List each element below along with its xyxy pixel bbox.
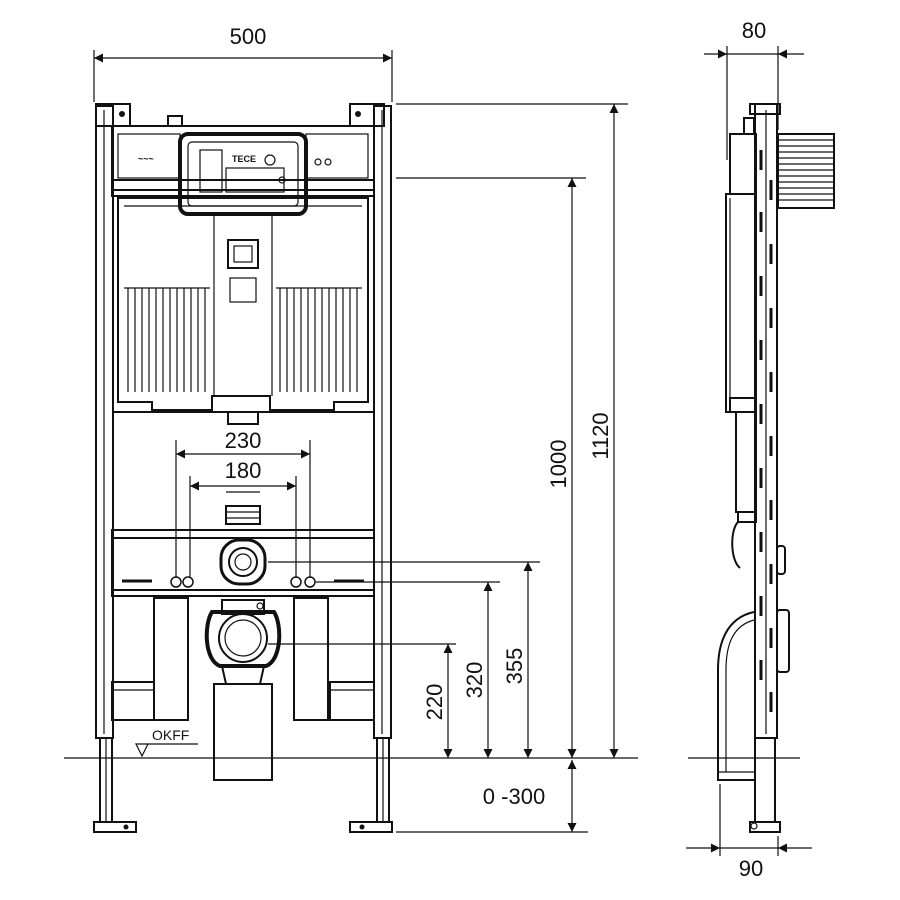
side-post-slots (759, 150, 773, 712)
side-inlet-fitting (776, 545, 786, 575)
side-drain-bend (717, 521, 755, 781)
dim-label-1000: 1000 (546, 440, 571, 489)
dim-label-1120: 1120 (588, 412, 613, 459)
dim-label-80: 80 (742, 18, 766, 43)
dim-label-0-300: 0 -300 (483, 784, 545, 809)
dim-label-500: 500 (230, 24, 267, 49)
stud-bolt-right-inner (290, 576, 302, 588)
mounting-crossbar (111, 529, 375, 597)
flush-plate-opening: TECE (178, 132, 308, 216)
side-dimensions: 80 90 (686, 18, 812, 881)
stud-bolt-left-outer (170, 576, 182, 588)
stud-bolt-right-outer (304, 576, 316, 588)
dim-label-355: 355 (502, 648, 527, 685)
flush-pipe (225, 411, 261, 525)
left-foot (93, 821, 137, 833)
dim-label-220: 220 (422, 684, 447, 721)
cistern-ribs-left (124, 287, 210, 392)
top-rail (111, 125, 375, 191)
adjustable-legs (93, 737, 393, 833)
side-view (688, 103, 835, 833)
dim-label-320: 320 (462, 662, 487, 699)
side-wall-bracket (777, 133, 835, 209)
stud-bolt-left-inner (182, 576, 194, 588)
dim-label-180: 180 (225, 458, 262, 483)
dim-label-90: 90 (739, 856, 763, 881)
cistern-body (112, 197, 374, 413)
floor-level-symbol (135, 743, 149, 758)
side-drain-fitting (776, 609, 790, 673)
floor-level-label: OKFF (152, 727, 189, 743)
side-cistern (725, 133, 757, 523)
front-view: ~~~ TECE (64, 103, 638, 833)
brand-label: TECE (232, 154, 256, 164)
drain-pipe (213, 683, 273, 781)
svg-text:~~~: ~~~ (138, 154, 154, 164)
front-dimensions: 500 1120 1000 230 180 355 320 220 (93, 24, 628, 833)
drain-connection (204, 599, 282, 781)
dim-label-230: 230 (225, 428, 262, 453)
water-inlet (219, 538, 267, 586)
right-foot (349, 821, 393, 833)
cistern-ribs-right (276, 287, 362, 392)
